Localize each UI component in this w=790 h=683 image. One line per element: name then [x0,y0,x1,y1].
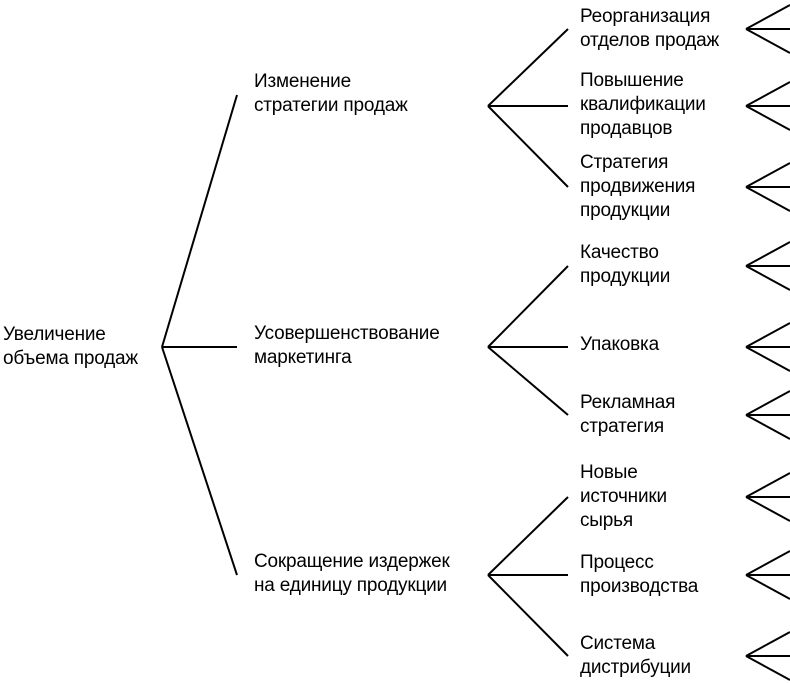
leaf-edge-line [745,28,790,54]
leaf-node: Стратегия продвижения продукции [580,151,695,223]
branch-line: на единицу продукции [254,575,447,596]
branch-node: Усовершенствование маркетинга [254,322,440,370]
branch-connector-line [487,346,569,416]
leaf-edge-line [745,346,790,372]
leaf-line: Рекламная [580,392,676,413]
leaf-node: Повышение квалификации продавцов [580,69,706,141]
branch-connector-line [487,574,569,657]
branch-line: Усовершенствование [254,323,440,344]
leaf-edge-line [745,390,790,416]
leaf-edge-line [745,472,790,498]
leaf-line: источники [580,486,667,507]
leaf-line: сырья [580,510,633,531]
branch-line: Сокращение издержек [254,551,450,572]
leaf-edge-line [745,105,790,131]
leaf-line: продвижения [580,176,696,197]
leaf-line: Процесс [580,552,654,573]
root-connector-line [161,346,238,576]
leaf-edge-line [745,4,790,30]
leaf-edge-line [745,574,790,600]
leaf-line: Качество [580,242,659,263]
leaf-line: Система [580,633,656,654]
branch-connector-line [487,28,569,107]
branch-node: Сокращение издержек на единицу продукции [254,550,450,598]
leaf-line: Повышение [580,70,684,91]
leaf-edge-line [745,655,790,681]
leaf-edge-line [745,322,790,348]
root-line: объема продаж [3,348,138,369]
leaf-line: квалификации [580,94,706,115]
root-connector-line [161,94,238,348]
leaf-node: Процесс производства [580,551,698,599]
leaf-node: Реорганизация отделов продаж [580,5,719,53]
leaf-edge-line [745,414,790,440]
branch-connector-line [487,105,569,188]
branch-node: Изменение стратегии продаж [254,70,408,118]
leaf-node: Новые источники сырья [580,461,667,533]
leaf-line: Стратегия [580,152,669,173]
leaf-line: Реорганизация [580,6,711,27]
leaf-node: Упаковка [580,333,659,357]
leaf-edge-line [745,631,790,657]
root-node: Увеличение объема продаж [3,323,138,371]
leaf-edge-line [745,162,790,188]
branch-line: Изменение [254,71,351,92]
leaf-node: Система дистрибуции [580,632,691,680]
leaf-node: Качество продукции [580,241,670,289]
leaf-node: Рекламная стратегия [580,391,675,439]
leaf-line: продавцов [580,118,673,139]
leaf-edge-line [745,265,790,291]
leaf-edge-line [745,186,790,212]
leaf-line: производства [580,576,699,597]
leaf-line: продукции [580,200,671,221]
branch-line: маркетинга [254,347,352,368]
leaf-line: Упаковка [580,334,659,355]
branch-connector-line [487,496,569,576]
leaf-edge-line [745,241,790,267]
leaf-line: отделов продаж [580,30,720,51]
leaf-line: Новые [580,462,638,483]
leaf-edge-line [745,496,790,522]
leaf-edge-line [745,550,790,576]
branch-connector-line [487,265,569,348]
root-line: Увеличение [3,324,106,345]
leaf-line: продукции [580,266,671,287]
leaf-line: дистрибуции [580,657,691,678]
leaf-line: стратегия [580,416,665,437]
leaf-edge-line [745,81,790,107]
branch-line: стратегии продаж [254,95,408,116]
